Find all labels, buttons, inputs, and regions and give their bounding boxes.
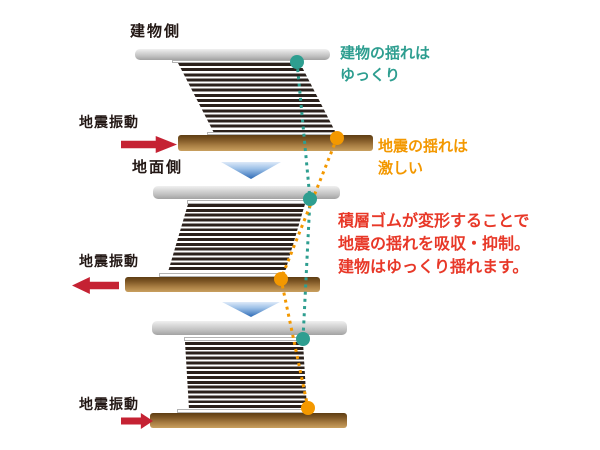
building-plate-1 <box>135 49 330 60</box>
building-plate-3 <box>152 321 347 335</box>
seismic-vibration-label-3: 地震振動 <box>79 397 139 413</box>
laminated-rubber-stack-3 <box>185 342 308 410</box>
building-sway-note-line2: ゆっくり <box>340 66 401 84</box>
down-triangle-icon <box>222 302 280 317</box>
building-plate-2 <box>153 186 340 199</box>
left-arrow-icon <box>72 277 119 294</box>
ground-plate-3 <box>150 413 347 428</box>
ground-sway-note-line1: 地震の揺れは <box>378 137 469 155</box>
flange-line <box>184 337 303 341</box>
ground-plate-1 <box>178 135 373 151</box>
laminated-rubber-stack-2 <box>167 204 305 272</box>
building-sway-note: 建物の揺れは ゆっくり <box>340 42 430 86</box>
ground-sway-note: 地震の揺れは 激しい <box>378 135 468 179</box>
explanation-line2: 地震の揺れを吸収・抑制。 <box>338 234 531 253</box>
building-side-label: 建物側 <box>130 22 182 40</box>
explanation-note: 積層ゴムが変形することで 地震の揺れを吸収・抑制。 建物はゆっくり揺れます。 <box>338 209 530 278</box>
ground-plate-2 <box>125 277 320 292</box>
laminated-rubber-stack-1 <box>178 63 338 135</box>
right-arrow-icon <box>121 136 177 153</box>
right-arrow-icon <box>121 413 153 429</box>
building-sway-note-line1: 建物の揺れは <box>340 44 431 62</box>
ground-sway-note-line2: 激しい <box>378 159 424 177</box>
explanation-line1: 積層ゴムが変形することで <box>338 211 530 230</box>
seismic-vibration-label-1: 地震振動 <box>79 115 139 131</box>
seismic-vibration-label-2: 地震振動 <box>79 254 139 270</box>
ground-side-label: 地面側 <box>132 158 184 176</box>
down-triangle-icon <box>221 162 281 179</box>
explanation-line3: 建物はゆっくり揺れます。 <box>338 257 529 276</box>
